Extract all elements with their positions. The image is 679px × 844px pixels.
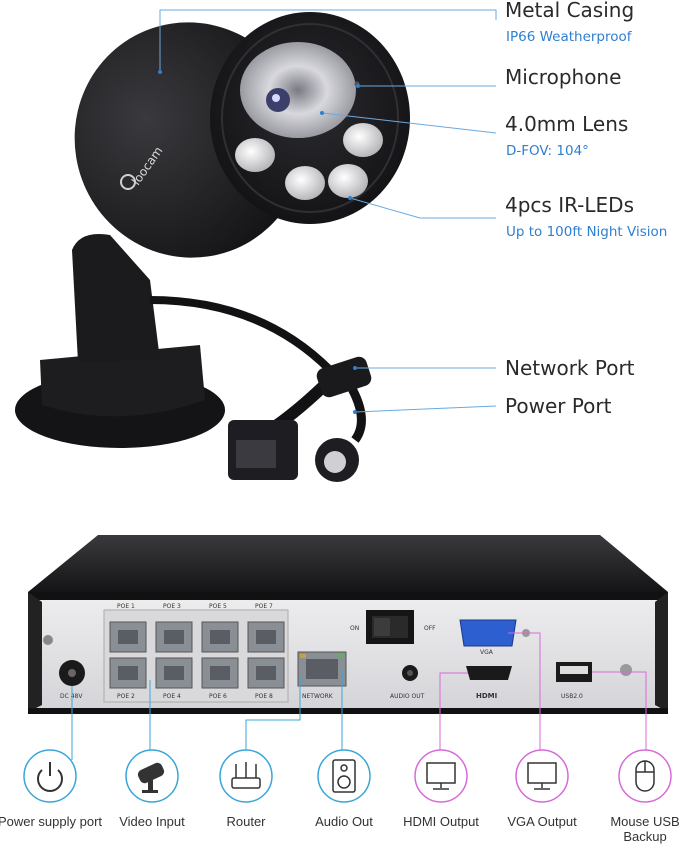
callout-power-port: Power Port [505,394,612,418]
label-video-input: Video Input [119,814,185,829]
camera-icon [125,749,179,803]
vga-label: VGA [480,649,494,656]
callout-weatherproof: IP66 Weatherproof [506,29,632,45]
camera-illustration: loocam [15,9,497,482]
hdmi-port [466,666,512,680]
lens-housing [240,42,356,138]
mouse-icon [618,749,672,803]
poe-6-label: POE 6 [209,693,227,700]
poe-2-label: POE 2 [117,693,135,700]
poe-3-label: POE 3 [163,603,181,610]
callout-fov: D-FOV: 104° [506,143,589,159]
ir-leds [235,123,383,200]
callout-lens: 4.0mm Lens [505,112,629,136]
on-label: ON [350,625,359,632]
callout-microphone: Microphone [505,65,622,89]
label-power-supply-port: Power supply port [0,814,103,829]
camera-leader-lines [159,9,497,413]
poe-1-label: POE 1 [117,603,135,610]
poe-4-label: POE 4 [163,693,181,700]
audio-label: AUDIO OUT [390,693,425,700]
vga-port [459,619,517,647]
nvr-bottom-edge [28,708,668,714]
callout-ir-leds: 4pcs IR-LEDs [505,193,634,217]
poe-8-label: POE 8 [255,693,273,700]
nvr-panel-top-edge [28,592,668,600]
label-hdmi-output: HDMI Output [403,814,479,829]
callout-night-vision: Up to 100ft Night Vision [506,224,668,240]
hdmi-label: HDMI [476,692,497,700]
nvr-top [28,535,668,592]
leader-dots [158,70,360,414]
callout-metal-casing: Metal Casing [505,0,635,22]
network-label: NETWORK [302,693,334,700]
vga-monitor-icon [515,749,569,803]
camera-base-ring [40,345,205,417]
off-label: OFF [424,625,436,632]
screw-left [43,635,53,645]
poe-5-label: POE 5 [209,603,227,610]
brand-logo-icon [120,174,136,190]
power-plug-pin [324,451,346,473]
ground-screw [620,664,632,676]
nvr-leader-lines [71,632,647,760]
label-audio-out: Audio Out [315,814,373,829]
usb-label: USB2.0 [561,693,583,700]
speaker-icon [317,749,371,803]
lens-highlight [272,94,280,102]
nvr-left-edge [28,592,42,712]
poe-7-label: POE 7 [255,603,273,610]
power-icon [23,749,77,803]
network-plug-socket [236,440,276,468]
callout-network-port: Network Port [505,356,635,380]
label-router: Router [226,814,266,829]
port-icons-row [23,749,672,803]
poe-port-inner [118,630,276,680]
camera-arm [72,234,160,362]
label-mouse-usb-backup: Mouse USB Backup [610,814,679,844]
router-icon [219,749,273,803]
nvr-illustration: POE 1 POE 3 POE 5 POE 7 POE 2 POE 4 POE … [28,535,668,760]
monitor-icon [414,749,468,803]
camera-cable-split-2 [346,382,366,443]
label-vga-output: VGA Output [507,814,577,829]
nvr-right-edge [655,592,668,712]
camera-cable [149,296,333,373]
cable-joint [316,356,372,398]
camera-face-rim [221,23,399,213]
